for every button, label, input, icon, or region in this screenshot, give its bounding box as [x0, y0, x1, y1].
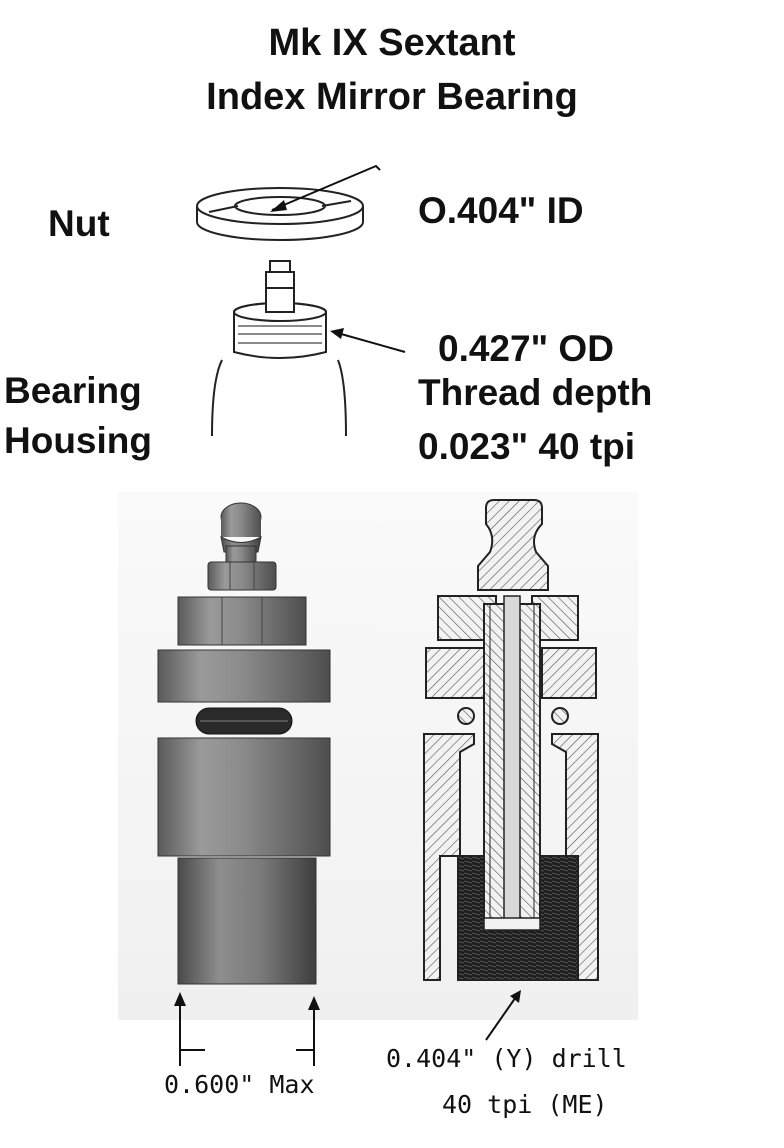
- bearing-label: Bearing: [4, 370, 142, 411]
- nut-sketch: [196, 187, 364, 241]
- bearing-assembly-render: [157, 502, 331, 985]
- drill-tpi-label: 40 tpi (ME): [442, 1090, 608, 1119]
- title-line-2: Index Mirror Bearing: [206, 76, 578, 118]
- bearing-housing-sketch: [211, 260, 347, 437]
- max-width-label: 0.600" Max: [164, 1070, 315, 1099]
- drill-leader-arrow: [485, 990, 521, 1041]
- width-dimension-marks: [174, 992, 320, 1066]
- nut-id-label: O.404" ID: [418, 190, 584, 231]
- drill-label: 0.404" (Y) drill: [386, 1044, 627, 1073]
- nut-label: Nut: [48, 203, 110, 244]
- id-leader-arrow: [270, 164, 381, 212]
- od-leader-arrow: [330, 328, 406, 353]
- thread-depth-label: Thread depth: [418, 372, 653, 413]
- thread-spec-label: 0.023" 40 tpi: [418, 426, 636, 467]
- od-label: 0.427" OD: [438, 328, 614, 369]
- bearing-cross-section: [423, 499, 599, 981]
- housing-label: Housing: [4, 420, 152, 461]
- title-line-1: Mk IX Sextant: [268, 22, 516, 64]
